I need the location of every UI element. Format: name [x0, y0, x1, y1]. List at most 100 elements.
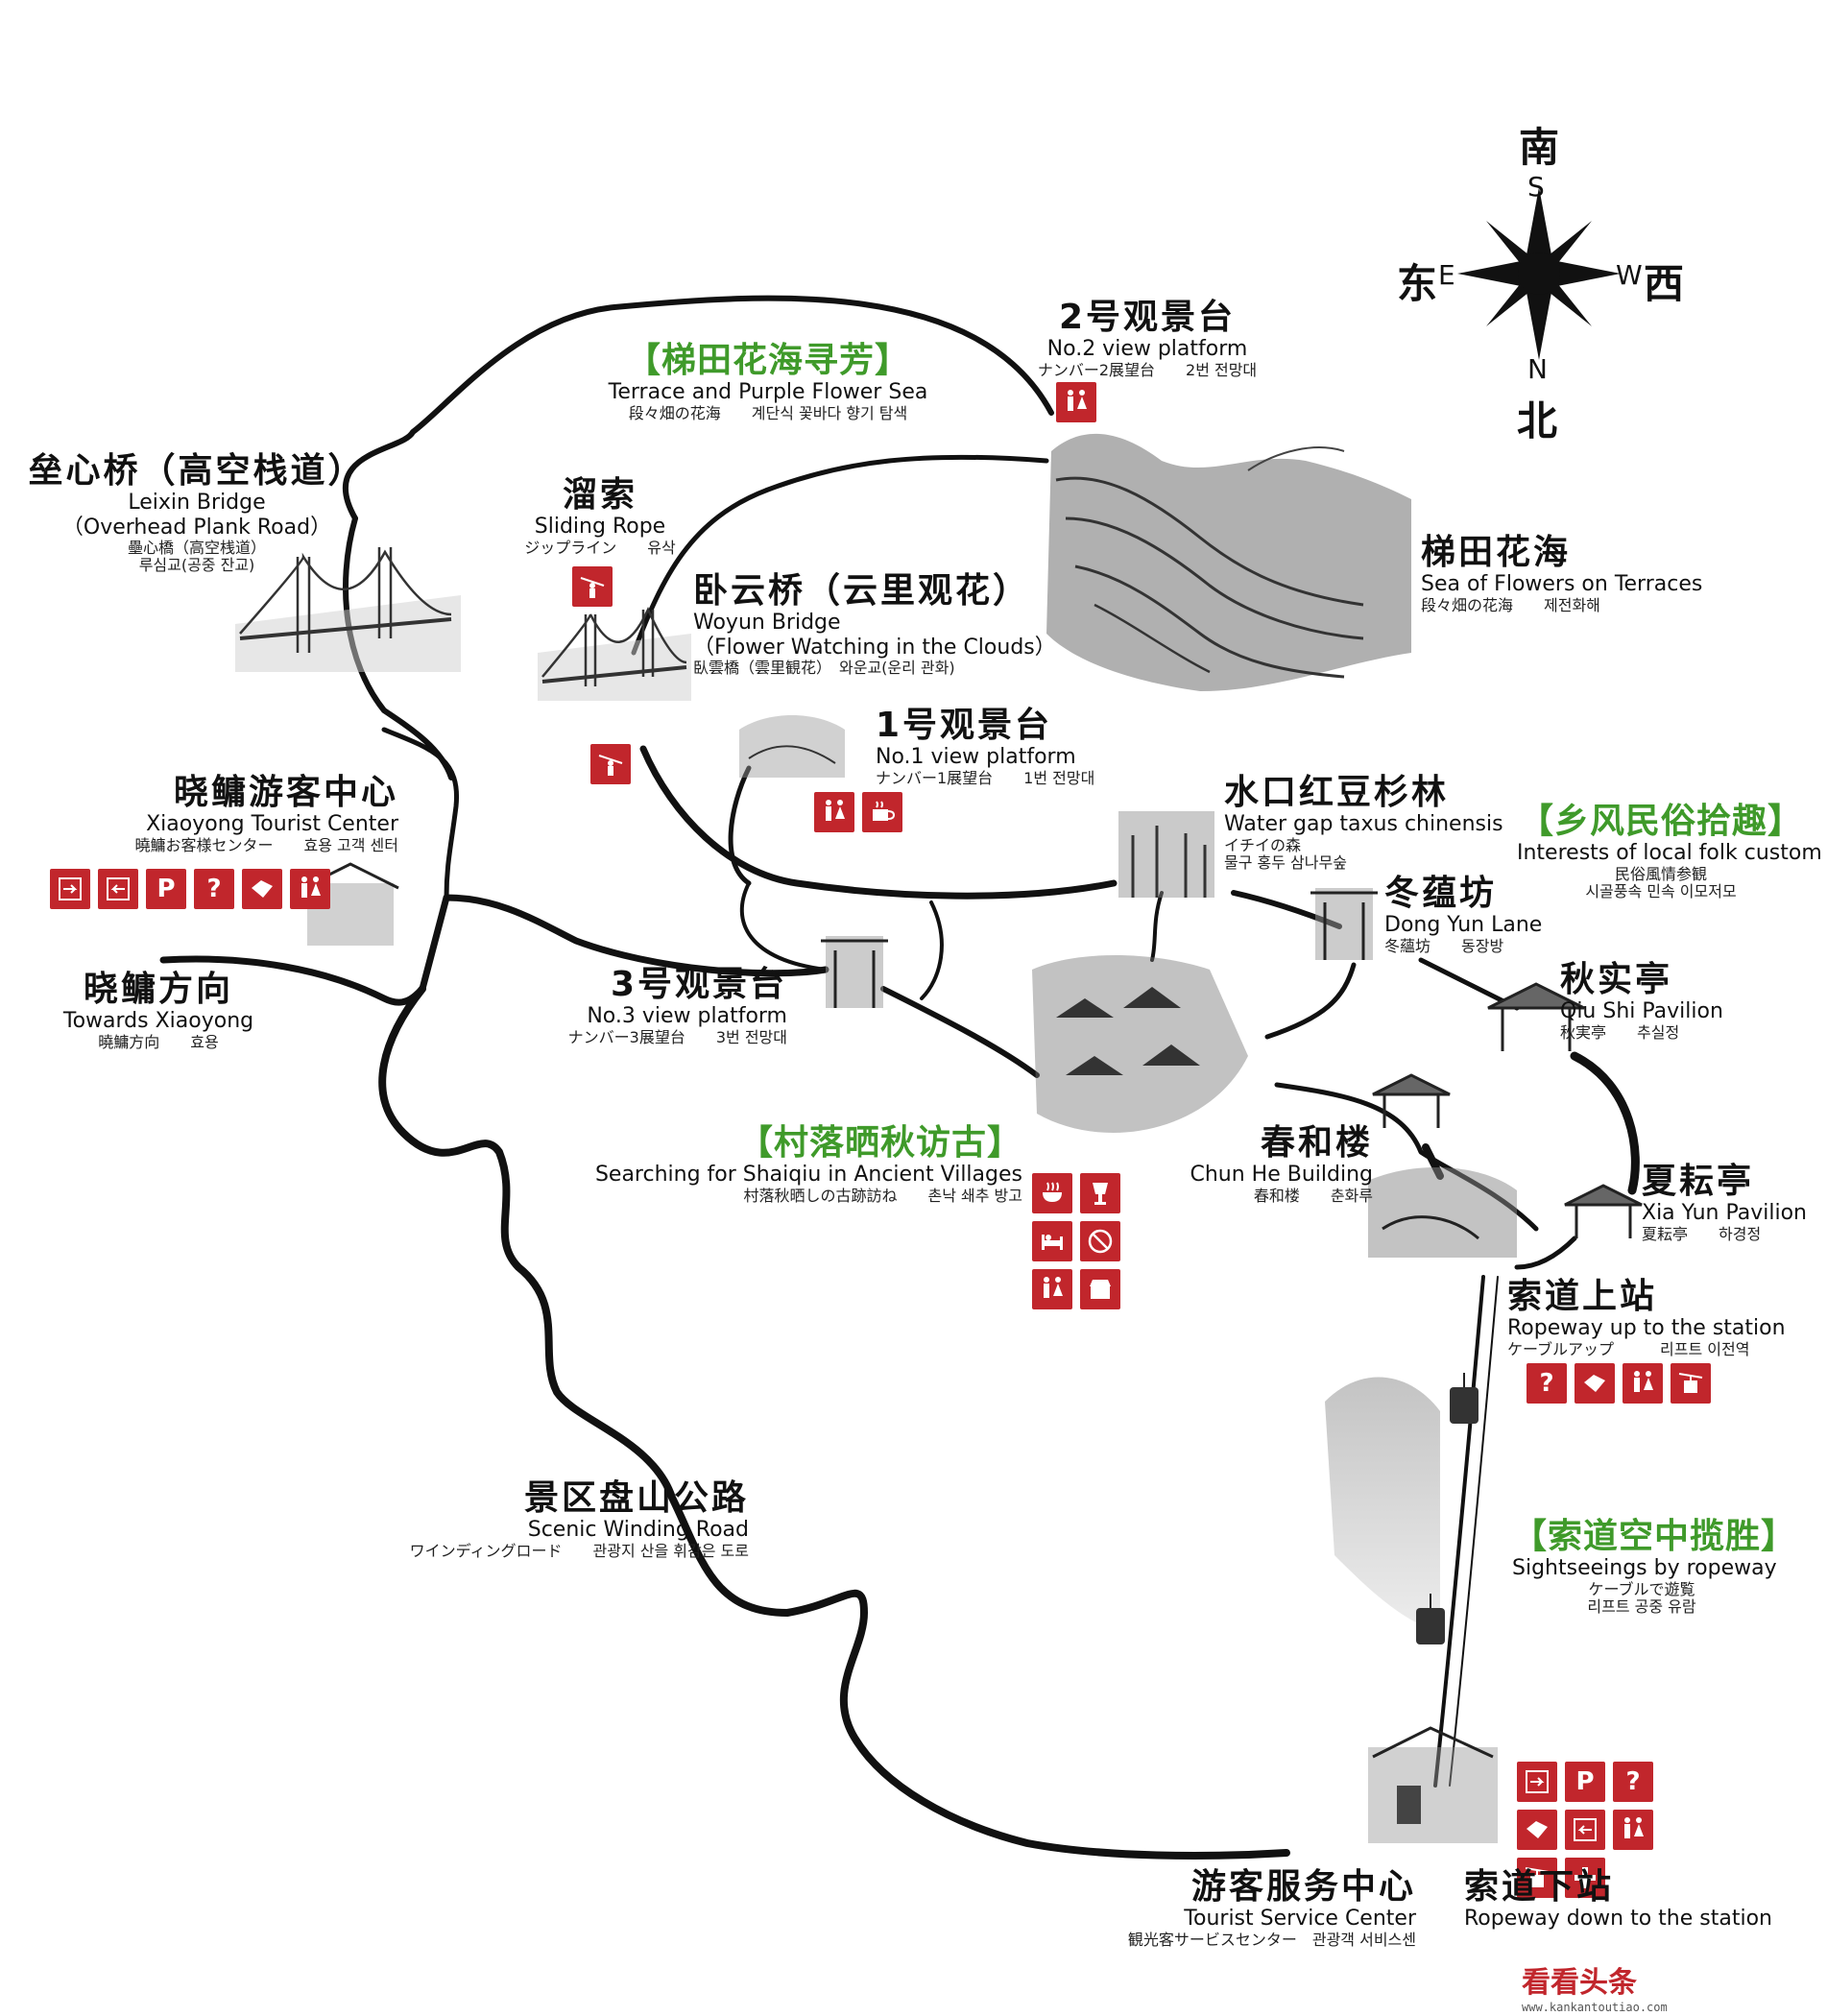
entrance-icon[interactable]	[50, 869, 90, 909]
folk-theme-label[interactable]: 【乡风民俗拾趣】 Interests of local folk custom …	[1517, 802, 1822, 900]
woyun-bridge-label[interactable]: 卧云桥（云里观花） Woyun Bridge （Flower Watching …	[693, 571, 1056, 677]
terrace-theme-label[interactable]: 【梯田花海寻芳】 Terrace and Purple Flower Sea 段…	[595, 341, 941, 422]
parking-icon[interactable]: P	[1565, 1762, 1605, 1802]
xiaoyong-center-en: Xiaoyong Tourist Center	[146, 812, 398, 837]
taxus-en: Water gap taxus chinensis	[1224, 812, 1503, 837]
compass-east: E	[1438, 259, 1455, 291]
ropeway-down-en: Ropeway down to the station	[1464, 1907, 1772, 1932]
woyun-bridge-en2: （Flower Watching in the Clouds）	[693, 635, 1056, 660]
entrance-icon[interactable]	[1517, 1762, 1557, 1802]
compass-rose	[1457, 187, 1621, 360]
ropeway-up-label[interactable]: 索道上站 Ropeway up to the station ケーブルアップ 리…	[1507, 1277, 1786, 1358]
taxus-sub-ko: 물구 홍두 삼나무숲	[1224, 853, 1347, 873]
leixin-bridge-zh: 垒心桥（高空栈道）	[28, 451, 366, 491]
ropeway-down-label[interactable]: 索道下站 Ropeway down to the station	[1464, 1867, 1772, 1932]
ropeway-up-en: Ropeway up to the station	[1507, 1316, 1786, 1341]
first-aid-icon[interactable]	[1565, 1858, 1605, 1898]
compass-north: N	[1527, 353, 1548, 385]
sliding-rope-sub: ジップライン 유삭	[524, 538, 676, 557]
platform2-sub: ナンバー2展望台 2번 전망대	[1037, 360, 1258, 379]
no-smoking-icon[interactable]	[1080, 1221, 1120, 1261]
village-theme-label[interactable]: 【村落晒秋访古】 Searching for Shaiqiu in Ancien…	[576, 1123, 1022, 1205]
ropeway-theme-en: Sightseeings by ropeway	[1512, 1556, 1777, 1581]
zipline-icon-woyun[interactable]	[590, 744, 631, 784]
restroom-icon[interactable]	[814, 792, 854, 832]
ropeway-up-sub: ケーブルアップ 리프트 이전역	[1507, 1339, 1750, 1358]
sliding-rope-icons	[572, 566, 613, 607]
taxus-label[interactable]: 水口红豆杉林 Water gap taxus chinensis イチイの森 물…	[1224, 773, 1503, 872]
exit-icon[interactable]	[98, 869, 138, 909]
dongyun-label[interactable]: 冬蕴坊 Dong Yun Lane 冬蘊坊 동장방	[1384, 874, 1542, 955]
ropeway-theme-label[interactable]: 【索道空中揽胜】 Sightseeings by ropeway ケーブルで遊覧…	[1512, 1517, 1795, 1616]
platform3-label[interactable]: 3号观景台 No.3 view platform ナンバー3展望台 3번 전망대	[518, 965, 787, 1046]
folk-theme-sub: 民俗風情参観	[1614, 864, 1707, 883]
tea-icon[interactable]	[862, 792, 902, 832]
ticket-icon[interactable]	[1575, 1363, 1615, 1404]
info-icon[interactable]: ?	[1527, 1363, 1567, 1404]
xiaoyong-center-label[interactable]: 晓鳙游客中心 Xiaoyong Tourist Center 曉鱅お客様センター…	[58, 773, 399, 854]
ticket-icon[interactable]	[242, 869, 282, 909]
terrace-sea-zh: 梯田花海	[1421, 533, 1572, 572]
road-platform3	[739, 881, 828, 972]
restroom-icon[interactable]	[1032, 1269, 1072, 1309]
ticket-icon[interactable]	[1517, 1810, 1557, 1850]
road-woyun-platform1	[639, 745, 1118, 900]
winding-road-zh: 景区盘山公路	[523, 1478, 749, 1518]
restroom-icon[interactable]	[1623, 1363, 1663, 1404]
watermark-main: 看看头条	[1522, 1966, 1637, 2000]
road-dongyun-chunhe	[1264, 962, 1357, 1040]
ropeway-cable	[1433, 1275, 1485, 1788]
platform2-label[interactable]: 2号观景台 No.2 view platform ナンバー2展望台 2번 전망대	[1013, 298, 1282, 379]
qiushi-label[interactable]: 秋实亭 Qiu Shi Pavilion 秋実亭 추실정	[1560, 960, 1723, 1042]
sliding-rope-label[interactable]: 溜索 Sliding Rope ジップライン 유삭	[494, 475, 706, 557]
chunhe-label[interactable]: 春和楼 Chun He Building 春和楼 춘화루	[1171, 1123, 1373, 1205]
restroom-icon[interactable]	[1056, 382, 1096, 422]
road-leixin-loop	[343, 516, 454, 780]
sliding-rope-en: Sliding Rope	[534, 515, 666, 540]
terrace-theme-sub: 段々畑の花海 계단식 꽃바다 향기 탐색	[628, 403, 908, 422]
info-icon[interactable]: ?	[194, 869, 234, 909]
drink-icon[interactable]	[1080, 1173, 1120, 1213]
xiayun-zh: 夏耘亭	[1642, 1162, 1755, 1201]
platform1-label[interactable]: 1号观景台 No.1 view platform ナンバー1展望台 1번 전망대	[876, 706, 1094, 787]
compass-west-zh: 西	[1644, 260, 1685, 307]
compass-south-zh: 南	[1519, 124, 1560, 171]
cablecar-icon[interactable]	[1517, 1858, 1557, 1898]
zipline-icon[interactable]	[572, 566, 613, 607]
restroom-icon[interactable]	[1613, 1810, 1653, 1850]
village-sketch	[1032, 955, 1248, 1133]
compass-west: W	[1616, 259, 1643, 291]
parking-icon[interactable]: P	[146, 869, 186, 909]
service-center-en: Tourist Service Center	[1184, 1907, 1416, 1932]
platform3-gate-sketch	[821, 936, 888, 1008]
terrace-sea-label[interactable]: 梯田花海 Sea of Flowers on Terraces 段々畑の花海 제…	[1421, 533, 1702, 614]
info-icon[interactable]: ?	[1613, 1762, 1653, 1802]
leixin-bridge-en2: （Overhead Plank Road）	[61, 515, 332, 540]
taxus-grove-sketch	[1118, 811, 1214, 898]
road-qiushi-xiayun	[1570, 1051, 1640, 1195]
leixin-bridge-sub-ko: 루심교(공중 잔교)	[138, 556, 255, 575]
exit-icon[interactable]	[1565, 1810, 1605, 1850]
xiayun-label[interactable]: 夏耘亭 Xia Yun Pavilion 夏耘亭 하경정	[1642, 1162, 1807, 1243]
service-center-icons: P ?	[1517, 1762, 1699, 1898]
food-icon[interactable]	[1032, 1173, 1072, 1213]
towards-xiaoyong-label[interactable]: 晓鳙方向 Towards Xiaoyong 曉鱅方向 효용	[53, 970, 264, 1051]
bed-icon[interactable]	[1032, 1221, 1072, 1261]
woyun-bridge-drawing	[538, 606, 691, 701]
cablecar-icon[interactable]	[1671, 1363, 1711, 1404]
platform3-zh: 3号观景台	[610, 965, 787, 1004]
chunhe-sub: 春和楼 춘화루	[1253, 1186, 1373, 1205]
village-theme-en: Searching for Shaiqiu in Ancient Village…	[594, 1163, 1022, 1188]
road-village-link	[920, 900, 944, 1000]
woyun-zipline-icons	[590, 744, 631, 784]
leixin-bridge-sub: 壘心橋（高空桟道）	[127, 538, 266, 557]
towards-xiaoyong-sub: 曉鱅方向 효용	[98, 1032, 219, 1051]
winding-road-label[interactable]: 景区盘山公路 Scenic Winding Road ワインディングロード 관광…	[365, 1478, 749, 1560]
leixin-bridge-label[interactable]: 垒心桥（高空栈道） Leixin Bridge （Overhead Plank …	[24, 451, 370, 575]
restroom-icon[interactable]	[290, 869, 330, 909]
shop-icon[interactable]	[1080, 1269, 1120, 1309]
platform2-zh: 2号观景台	[1058, 298, 1237, 337]
xiaoyong-center-zh: 晓鳙游客中心	[173, 773, 398, 812]
service-center-label[interactable]: 游客服务中心 Tourist Service Center 観光客サービスセンタ…	[1042, 1867, 1416, 1949]
